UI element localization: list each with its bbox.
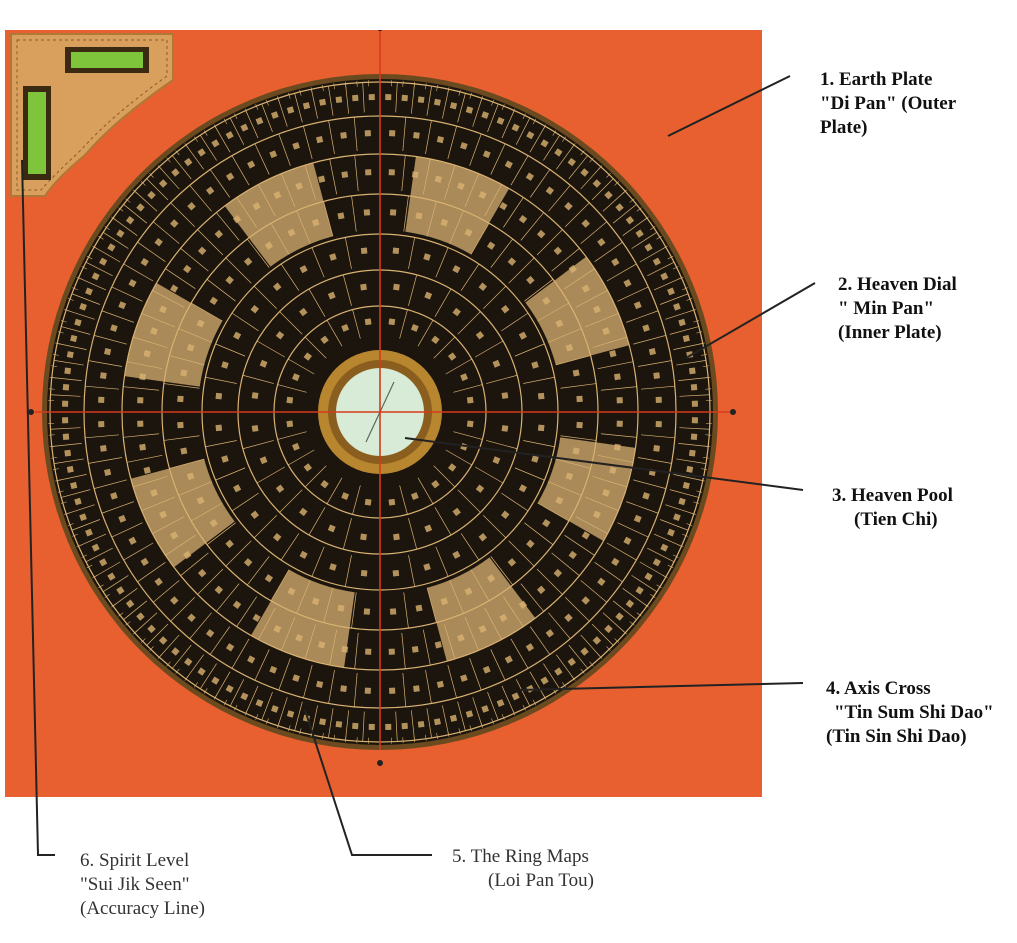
leader-heaven-dial <box>686 283 815 358</box>
label-earth-plate: 1. Earth Plate "Di Pan" (Outer Plate) <box>820 68 956 140</box>
leader-heaven-pool <box>405 438 803 490</box>
label-spirit-level: 6. Spirit Level "Sui Jik Seen" (Accuracy… <box>80 849 205 921</box>
leader-axis-cross <box>520 683 803 690</box>
label-heaven-pool: 3. Heaven Pool (Tien Chi) <box>832 484 953 532</box>
label-heaven-dial: 2. Heaven Dial " Min Pan" (Inner Plate) <box>838 273 957 345</box>
leader-ring-maps <box>305 710 432 855</box>
leader-spirit-level <box>22 160 55 855</box>
label-ring-maps: 5. The Ring Maps (Loi Pan Tou) <box>452 845 594 893</box>
label-axis-cross: 4. Axis Cross "Tin Sum Shi Dao" (Tin Sin… <box>826 677 994 749</box>
leader-earth-plate <box>668 76 790 136</box>
